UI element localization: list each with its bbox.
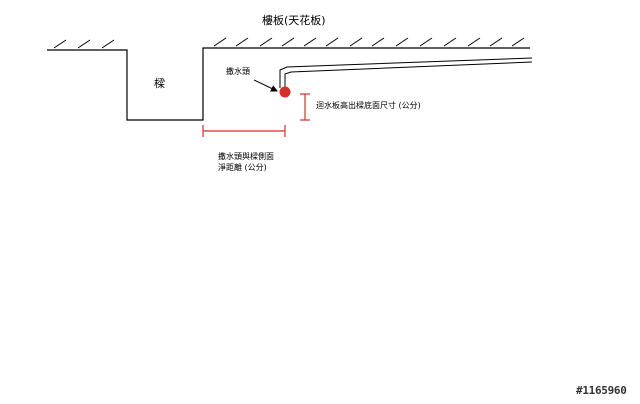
sprinkler-pointer-arrow — [253, 79, 278, 92]
sprinkler-head-icon — [279, 86, 291, 98]
ceiling-hatching-left — [53, 39, 115, 49]
sprinkler-head-label: 撒水頭 — [226, 67, 250, 76]
horizontal-distance-label-line2: 淨距離 (公分) — [218, 163, 267, 172]
vertical-dimension-marker — [300, 93, 310, 121]
ceiling-label: 樓板(天花板) — [262, 14, 326, 27]
sprinkler-pipe — [279, 57, 533, 88]
image-watermark: #1165960 — [576, 384, 627, 397]
deflector-height-label: 迴水板高出樑底面尺寸 (公分) — [316, 101, 421, 110]
ceiling-and-beam-outline — [47, 47, 530, 121]
beam-label: 樑 — [154, 77, 165, 90]
ceiling-hatching-right — [213, 37, 525, 47]
horizontal-dimension-marker — [202, 125, 286, 137]
horizontal-distance-label-line1: 撒水頭與樑側面 — [218, 152, 274, 161]
